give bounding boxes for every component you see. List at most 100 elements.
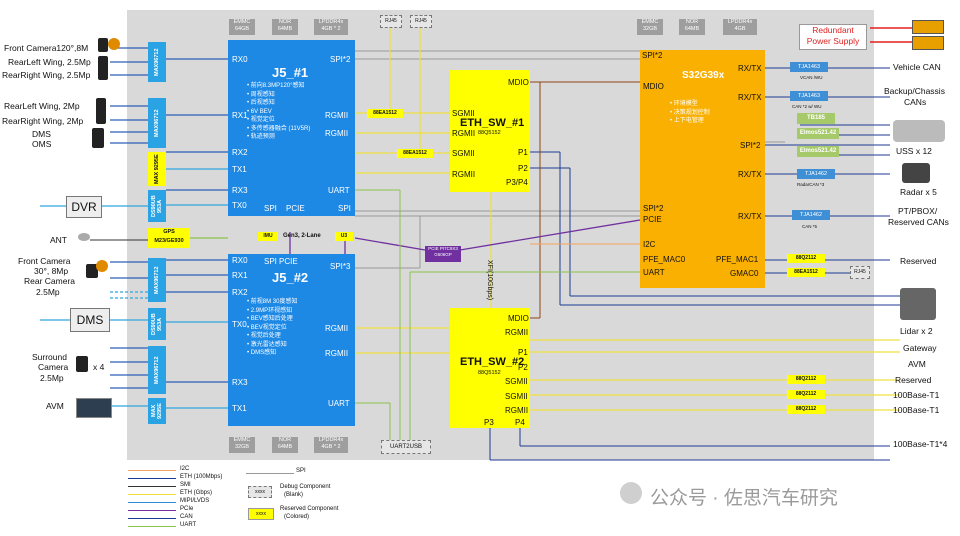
label-surround-c: 2.5Mp [40,373,64,383]
label-rearleft-wing-1: RearLeft Wing, 2.5Mp [8,57,91,67]
serializer-max9295e-1: MAX 9295E [148,152,166,186]
j5-1-feature: 后视感知 [247,99,310,108]
tja1463-chassis: TJA1463 [790,91,828,101]
j5-1-rgmii-a: RGMII [325,111,349,120]
vcan-label: VCAN /WU [800,75,823,80]
label-front-camera: Front Camera120°,8M [4,43,89,53]
legend-label: SMI [180,482,191,488]
j5-2-feature: DMS感知 [247,349,297,358]
label-backup-b: CANs [904,97,927,107]
gps-module: GPS M23/GE930 [148,228,190,248]
j5-2-features: 前视8M 30度感知 2.9MP环视感知 BEV感知后处理 BEV视觉定位 视觉… [247,298,298,358]
phy-88q2112-2: 88Q2112 [787,375,825,384]
label-gateway: Gateway [903,343,937,353]
serializer-max9295e-2: MAX 9295E [148,398,166,424]
tja1463-vcan: TJA1463 [790,62,828,72]
j5-2-rgmii-a: RGMII [325,324,349,333]
label-100base-t1-4: 100Base-T1*4 [893,439,948,449]
j5-2-rx3: RX3 [232,378,248,387]
legend-line-uart [128,526,176,527]
eth-sw1-p2: P2 [518,164,528,173]
radar-icon [902,163,930,183]
uart2usb-box: UART2USB [381,440,431,454]
legend-line-smi [128,486,176,487]
j5-1-title: J5_#1 [272,65,309,80]
label-reserved-1: Reserved [900,256,937,266]
label-front-camera-30-b: 30°, 8Mp [34,266,69,276]
eth-sw1-rgmii-a: RGMII [452,129,476,138]
s32g-rxtx-1: RX/TX [738,64,762,73]
s32g-feature: 决策规划控制 [670,109,710,118]
eth-sw1-mdio: MDIO [508,78,529,87]
s32g-pcie: PCIE [643,215,662,224]
eth-sw2-sgmii-a: SGMII [505,377,528,386]
xfi-label: XFI(10Gbps) [486,260,493,301]
tb185-chip: TB185 [797,113,835,124]
lidar-icon [900,288,936,320]
j5-1-rx0: RX0 [232,55,248,64]
tja1462-radar: TJA1462 [797,169,835,179]
legend: I2C ETH (100Mbps) SMI ETH (Gbps) MIPI/LV… [128,466,248,534]
camera-icon [92,128,104,148]
label-ptpbox-a: PT/PBOX/ [898,206,938,216]
pcie-gen3-label: Gen3, 2-Lane [283,233,321,239]
label-uss: USS x 12 [896,146,932,156]
phy-88ea1512-3: 88EA1512 [787,268,825,277]
label-rearright-wing-2: RearRight Wing, 2Mp [2,116,84,126]
uss-sensor-icon [893,120,945,142]
j5-2-title: J5_#2 [272,270,309,285]
eth-sw1-sgmii-a: SGMII [452,109,475,118]
label-surround-b: Camera [38,362,69,372]
label-vehicle-can: Vehicle CAN [893,62,941,72]
j5-2-uart: UART [328,399,350,408]
legend-reserved-line2: (Colored) [284,514,310,520]
legend-debug-line1: Debug Component [280,484,331,490]
s32g-feature: 环境模型 [670,100,710,109]
eth-sw2-p3: P3 [484,418,494,427]
j5-2-rgmii-b: RGMII [325,349,349,358]
eth-sw2-rgmii: RGMII [505,328,529,337]
j5-2-feature: 激光雷达感知 [247,341,297,350]
label-100base-t1-b: 100Base-T1 [893,405,940,415]
serializer-max96712-3: MAX96712 [148,258,166,302]
eth-sw2-p4: P4 [515,418,525,427]
label-surround-x4: x 4 [93,362,105,372]
s32g-rxtx-4: RX/TX [738,212,762,221]
s32g-rxtx-3: RX/TX [738,170,762,179]
rj45-top-1: RJ45 [380,15,402,28]
s32g-pfe-mac0: PFE_MAC0 [643,255,686,264]
tja1462-can5: TJA1462 [792,210,830,220]
label-rearleft-wing-2: RearLeft Wing, 2Mp [4,101,80,111]
label-ptpbox-b: Reserved CANs [888,217,949,227]
legend-label: UART [180,522,197,528]
redundant-power-box: Redundant Power Supply [799,24,867,50]
j5-2-spi-top: SPI [264,257,277,266]
watermark-text: 公众号 · 佐思汽车研究 [650,488,838,509]
eth-sw2-rgmii-b: RGMII [505,406,529,415]
j5-2-feature: 视觉后处理 [247,332,297,341]
eth-sw1-rgmii-b: RGMII [452,170,476,179]
antenna-icon [78,233,90,241]
legend-label: CAN [180,514,193,520]
camera-icon [98,38,108,52]
label-backup-a: Backup/Chassis [884,86,945,96]
s32g-uart: UART [643,268,665,277]
j5-1-tx1: TX1 [232,165,247,174]
u3-chip: U3 [335,232,353,241]
label-lidar: Lidar x 2 [900,326,933,336]
eth-sw2-p1: P1 [518,348,528,357]
eth-switch-1 [450,70,530,192]
legend-label: I2C [180,466,190,472]
phy-88ea1512-2: 88EA1512 [397,149,433,158]
dms-box: DMS [70,308,110,332]
wechat-icon [620,482,642,504]
elmos-chip-2: Elmos521.42 [797,146,839,157]
j5-2-feature: 前视8M 30度感知 [247,298,298,307]
label-rearright-wing-1: RearRight Wing, 2.5Mp [2,70,91,80]
j5-2-rx1: RX1 [232,271,248,280]
eth-sw1-p34: P3/P4 [506,178,528,187]
legend-line-pcie [128,510,176,511]
